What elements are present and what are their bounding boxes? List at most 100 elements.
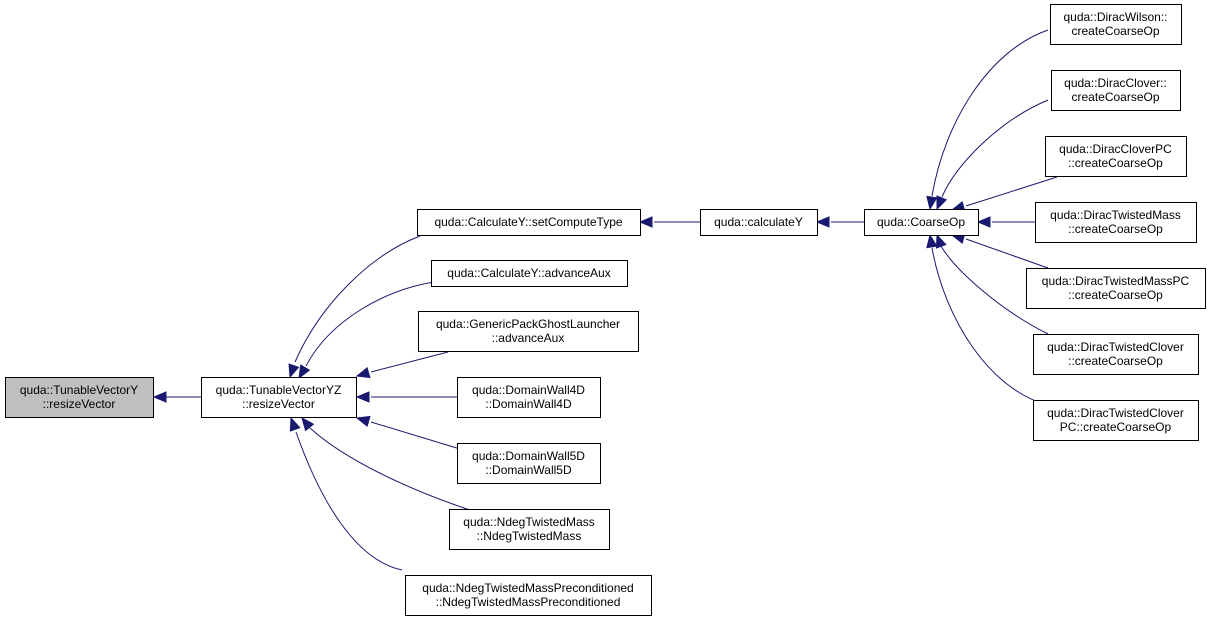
node-label: quda::TunableVectorYZ xyxy=(216,383,342,397)
edge-line xyxy=(965,238,1049,269)
node-label: PC::createCoarseOp xyxy=(1060,420,1172,434)
edge-line xyxy=(940,245,1049,335)
node-label: createCoarseOp xyxy=(1071,24,1159,38)
arrowhead xyxy=(638,216,653,228)
node-label: quda::CalculateY::setComputeType xyxy=(434,215,622,229)
edge-dw4d-to-yz xyxy=(355,391,457,403)
edge-generic-to-yz xyxy=(355,351,449,379)
node-label: quda::GenericPackGhostLauncher xyxy=(436,317,620,331)
node-diraccloverpc-createcoarseop[interactable]: quda::DiracCloverPC::createCoarseOp xyxy=(1045,136,1187,177)
node-box[interactable] xyxy=(700,209,818,236)
arrowhead xyxy=(355,415,371,427)
node-diractwistedmasspc-createcoarseop[interactable]: quda::DiracTwistedMassPC::createCoarseOp xyxy=(1026,268,1206,309)
edge-line xyxy=(295,431,403,571)
edge-line xyxy=(294,235,421,363)
node-box[interactable] xyxy=(1050,4,1182,45)
edge-ndegpc-to-yz xyxy=(289,416,403,571)
edge-wilson-to-coarseop xyxy=(926,29,1049,211)
arrowhead xyxy=(355,367,371,379)
node-coarseop[interactable]: quda::CoarseOp xyxy=(864,209,979,236)
edge-tcpc-to-coarseop xyxy=(926,233,1049,406)
arrowhead xyxy=(298,364,311,380)
node-label: ::createCoarseOp xyxy=(1068,156,1163,170)
node-label: quda::DiracTwistedClover xyxy=(1047,406,1184,420)
edge-calcy-to-setcompute xyxy=(638,216,700,228)
edge-ndeg-to-yz xyxy=(301,416,471,511)
node-box[interactable] xyxy=(457,377,601,418)
node-diracclover-createcoarseop[interactable]: quda::DiracClover::createCoarseOp xyxy=(1051,70,1181,111)
edge-tmpc-to-coarseop xyxy=(950,232,1049,269)
node-ndegtwistedmasspreconditioned[interactable]: quda::NdegTwistedMassPreconditioned::Nde… xyxy=(405,575,652,616)
edge-line xyxy=(370,421,461,450)
node-calculatey-advanceaux[interactable]: quda::CalculateY::advanceAux xyxy=(431,260,628,287)
node-label: ::DomainWall5D xyxy=(485,463,572,477)
node-box[interactable] xyxy=(1045,136,1187,177)
edge-tc-to-coarseop xyxy=(935,233,1049,335)
node-label: ::createCoarseOp xyxy=(1068,288,1163,302)
node-tunablevectory-resizevector[interactable]: quda::TunableVectorY::resizeVector xyxy=(5,377,154,418)
node-domainwall5d[interactable]: quda::DomainWall5D::DomainWall5D xyxy=(457,443,601,484)
arrowhead xyxy=(355,391,370,403)
node-label: quda::DiracTwistedMass xyxy=(1050,208,1181,222)
node-label: ::advanceAux xyxy=(492,331,565,345)
edge-clover-to-coarseop xyxy=(936,99,1049,211)
arrowhead xyxy=(926,233,938,249)
node-domainwall4d[interactable]: quda::DomainWall4D::DomainWall4D xyxy=(457,377,601,418)
node-box[interactable] xyxy=(1035,202,1197,243)
arrowhead xyxy=(976,216,991,228)
node-box[interactable] xyxy=(1033,400,1199,441)
node-genericpackghostlauncher-advanceaux[interactable]: quda::GenericPackGhostLauncher::advanceA… xyxy=(418,311,639,352)
node-label: quda::calculateY xyxy=(714,215,803,229)
node-label: quda::TunableVectorY xyxy=(20,383,138,397)
edge-line xyxy=(309,427,471,511)
node-label: quda::DiracTwistedMassPC xyxy=(1042,274,1190,288)
node-box[interactable] xyxy=(418,311,639,352)
node-label: quda::NdegTwistedMassPreconditioned xyxy=(422,581,633,595)
node-label: quda::DiracTwistedClover xyxy=(1047,340,1184,354)
node-box[interactable] xyxy=(5,377,154,418)
arrowhead xyxy=(935,233,947,249)
node-label: quda::DomainWall4D xyxy=(472,383,585,397)
node-diracwilson-createcoarseop[interactable]: quda::DiracWilson::createCoarseOp xyxy=(1050,4,1182,45)
node-box[interactable] xyxy=(405,575,652,616)
node-box[interactable] xyxy=(864,209,979,236)
node-calculatey[interactable]: quda::calculateY xyxy=(700,209,818,236)
edge-line xyxy=(305,281,435,367)
node-diractwistedmass-createcoarseop[interactable]: quda::DiracTwistedMass::createCoarseOp xyxy=(1035,202,1197,243)
node-label: ::resizeVector xyxy=(242,397,315,411)
edge-tm-to-coarseop xyxy=(976,216,1035,228)
node-box[interactable] xyxy=(431,260,628,287)
arrowhead xyxy=(926,195,938,211)
edge-line xyxy=(931,247,1049,406)
node-calculatey-setcomputetype[interactable]: quda::CalculateY::setComputeType xyxy=(417,209,641,236)
arrowhead xyxy=(815,216,830,228)
node-diractwistedclover-createcoarseop[interactable]: quda::DiracTwistedClover::createCoarseOp xyxy=(1033,334,1199,375)
edge-yz-to-y xyxy=(152,391,201,403)
node-tunablevectoryz-resizevector[interactable]: quda::TunableVectorYZ::resizeVector xyxy=(201,377,357,418)
edge-line xyxy=(941,99,1049,198)
arrowhead xyxy=(289,416,301,432)
node-box[interactable] xyxy=(1026,268,1206,309)
edge-line xyxy=(370,351,449,373)
node-label: createCoarseOp xyxy=(1071,90,1159,104)
node-box[interactable] xyxy=(449,509,610,550)
edge-dw5d-to-yz xyxy=(355,415,461,450)
arrowhead xyxy=(288,363,300,379)
node-box[interactable] xyxy=(1051,70,1181,111)
node-label: quda::CoarseOp xyxy=(877,215,965,229)
node-label: quda::DiracClover:: xyxy=(1064,76,1167,90)
arrowhead xyxy=(152,391,167,403)
node-label: ::resizeVector xyxy=(43,397,116,411)
node-label: ::DomainWall4D xyxy=(485,397,572,411)
node-ndegtwistedmass[interactable]: quda::NdegTwistedMass::NdegTwistedMass xyxy=(449,509,610,550)
node-label: ::NdegTwistedMassPreconditioned xyxy=(436,595,621,609)
node-diractwistedcloverpc-createcoarseop[interactable]: quda::DiracTwistedCloverPC::createCoarse… xyxy=(1033,400,1199,441)
node-label: ::createCoarseOp xyxy=(1068,222,1163,236)
edge-setcompute-to-yz xyxy=(288,235,421,379)
node-box[interactable] xyxy=(201,377,357,418)
node-box[interactable] xyxy=(1033,334,1199,375)
node-box[interactable] xyxy=(417,209,641,236)
node-label: quda::NdegTwistedMass xyxy=(463,515,594,529)
node-box[interactable] xyxy=(457,443,601,484)
edge-line xyxy=(965,176,1058,207)
